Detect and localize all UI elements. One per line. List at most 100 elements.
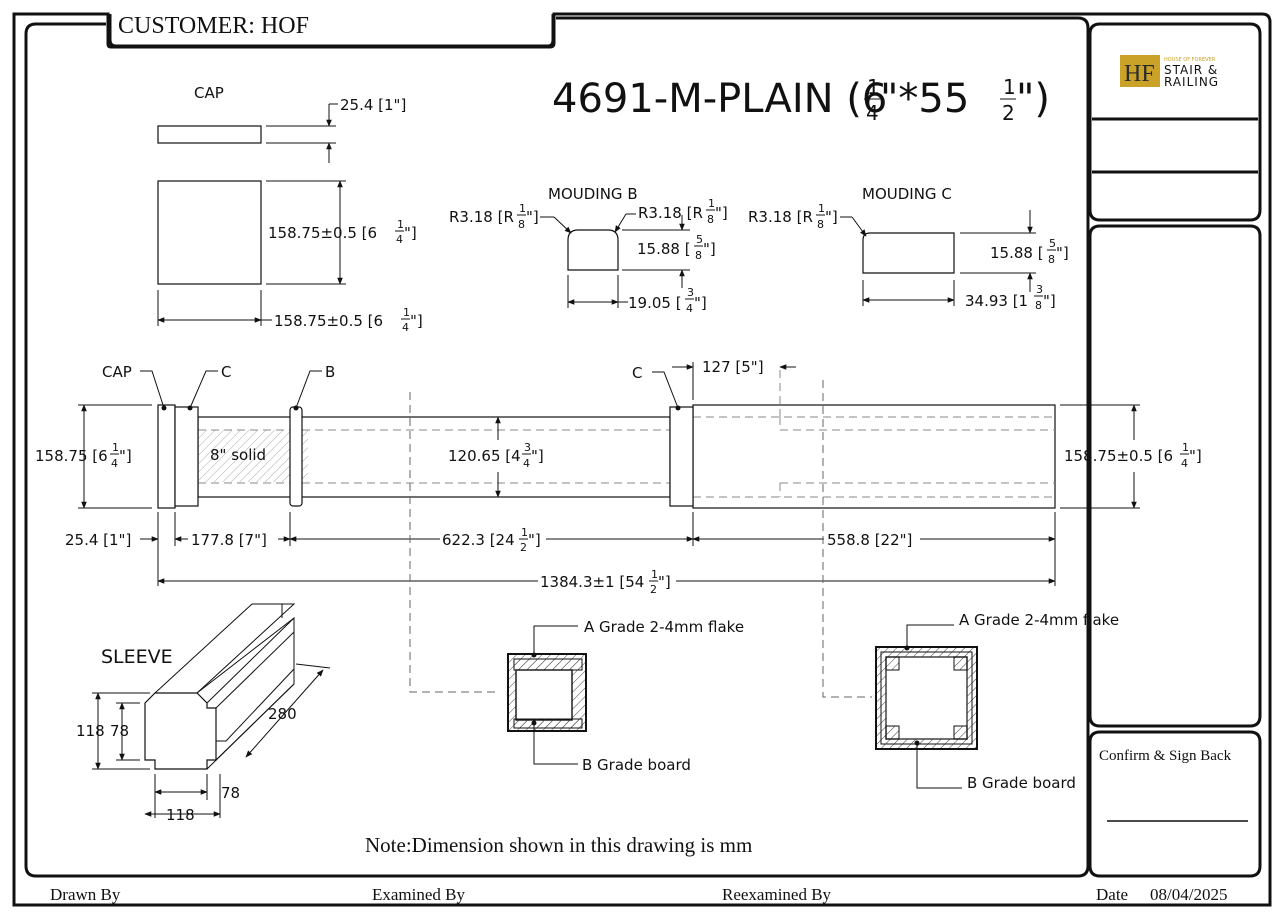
moulding-b-width-dim: 19.05 [ (628, 294, 682, 312)
reexamined-by-label: Reexamined By (722, 885, 832, 904)
frac-den: 4 (523, 457, 530, 470)
bracket: "] (528, 531, 541, 549)
frac-den: 4 (111, 457, 118, 470)
sleeve-length-dim: 558.8 [22"] (827, 531, 912, 549)
moulding-b-radius-left: R3.18 [R (449, 208, 514, 226)
frac-num: 5 (1049, 237, 1056, 250)
frac-den: 4 (396, 233, 403, 246)
frac-num: 1 (651, 568, 658, 581)
bracket: "] (1043, 292, 1056, 310)
post-height-dim: 158.75 [6 (35, 447, 108, 465)
post-elevation-view: 8" solid CAP C B C 127 [5"] 158.75 [6 1 … (35, 358, 1202, 698)
sleeve-length-280: 280 (268, 705, 297, 723)
sleeve-width-118: 118 (166, 806, 195, 824)
frac-den: 8 (518, 218, 525, 231)
sleeve-insert-dim: 127 [5"] (702, 358, 764, 376)
bracket: "] (658, 573, 671, 591)
callout-c-right: C (632, 364, 642, 382)
moulding-b-radius-right: R3.18 [R (638, 204, 703, 222)
logo-line2: RAILING (1164, 75, 1219, 89)
frac-num: 5 (696, 233, 703, 246)
moulding-c-label: MOUDING C (862, 185, 952, 203)
callout-cap: CAP (102, 363, 132, 381)
shaft-length-dim: 622.3 [24 (442, 531, 515, 549)
customer-label: CUSTOMER: HOF (118, 13, 309, 39)
bracket: "] (694, 294, 707, 312)
units-note: Note:Dimension shown in this drawing is … (365, 833, 752, 857)
sleeve-inner-width-78: 78 (221, 784, 240, 802)
bracket: "] (410, 312, 423, 330)
cap-thickness-dim: 25.4 [1"] (340, 96, 406, 114)
cap-height-dim: 158.75±0.5 [6 (268, 224, 377, 242)
frac-num: 3 (1036, 283, 1043, 296)
bracket: "] (1056, 244, 1069, 262)
title-fraction2-num: 1 (1003, 75, 1016, 99)
solid-block-label: 8" solid (210, 446, 266, 464)
shaft-width-dim: 120.65 [4 (448, 447, 521, 465)
sleeve-height-118: 118 (76, 722, 105, 740)
bracket: "] (531, 447, 544, 465)
section1-a-grade: A Grade 2-4mm flake (584, 618, 744, 636)
logo-tagline: HOUSE OF FOREVER (1164, 57, 1216, 63)
bracket: "] (1189, 447, 1202, 465)
cap-detail: CAP 25.4 [1"] 158.75±0.5 [6 1 4 "] 158.7… (157, 84, 423, 334)
logo-line1: STAIR & (1164, 63, 1218, 77)
drawing-title: 4691-M-PLAIN (6 1 4 "*55 1 2 ") (552, 75, 1050, 125)
moulding-b-detail: MOUDING B R3.18 [R 1 8 "] R3.18 [R 1 8 "… (449, 185, 728, 315)
cap-label: CAP (194, 84, 224, 102)
confirm-label: Confirm & Sign Back (1099, 748, 1232, 764)
title-fraction2-den: 2 (1002, 101, 1015, 125)
frac-num: 3 (524, 441, 531, 454)
section2-a-grade: A Grade 2-4mm flake (959, 611, 1119, 629)
company-logo: HF HOUSE OF FOREVER STAIR & RAILING (1120, 55, 1219, 89)
bracket: "] (404, 224, 417, 242)
drawn-by-label: Drawn By (50, 885, 121, 904)
bracket: "] (825, 208, 838, 226)
frac-den: 4 (686, 302, 693, 315)
cap-thickness-elev-dim: 25.4 [1"] (65, 531, 131, 549)
total-length-dim: 1384.3±1 [54 (540, 573, 644, 591)
title-suffix: ") (1016, 76, 1050, 122)
section1-b-grade: B Grade board (582, 756, 691, 774)
frac-num: 1 (521, 526, 528, 539)
frac-num: 1 (1182, 441, 1189, 454)
sleeve-label: SLEEVE (101, 646, 173, 668)
sleeve-isometric: SLEEVE 118 78 280 78 118 (76, 603, 331, 824)
frac-num: 1 (397, 218, 404, 231)
moulding-c-height-dim: 15.88 [ (990, 244, 1044, 262)
frac-den: 4 (402, 321, 409, 334)
callout-b: B (325, 363, 335, 381)
date-value: 08/04/2025 (1150, 885, 1227, 904)
moulding-c-width-dim: 34.93 [1 (965, 292, 1028, 310)
frac-num: 1 (818, 202, 825, 215)
sleeve-inner-height-78: 78 (110, 722, 129, 740)
moulding-b-label: MOUDING B (548, 185, 638, 203)
logo-mark: HF (1124, 61, 1155, 87)
bracket: "] (703, 240, 716, 258)
frac-den: 8 (695, 249, 702, 262)
frac-num: 1 (519, 202, 526, 215)
title-fraction-den: 4 (866, 101, 879, 125)
title-prefix: 4691-M-PLAIN (6 (552, 76, 887, 122)
sleeve-height-dim: 158.75±0.5 [6 (1064, 447, 1173, 465)
c-to-b-dim: 177.8 [7"] (191, 531, 267, 549)
frac-den: 8 (817, 218, 824, 231)
title-mid: "*55 (880, 76, 969, 122)
cap-width-dim: 158.75±0.5 [6 (274, 312, 383, 330)
moulding-c-detail: MOUDING C R3.18 [R 1 8 "] 15.88 [ 5 8 "]… (748, 185, 1069, 312)
frac-den: 2 (520, 541, 527, 554)
frac-num: 1 (403, 306, 410, 319)
frac-den: 4 (1181, 457, 1188, 470)
frac-num: 3 (687, 286, 694, 299)
title-fraction-num: 1 (867, 75, 880, 99)
cross-section-sleeve: A Grade 2-4mm flake B Grade board (875, 611, 1119, 792)
cross-section-shaft: A Grade 2-4mm flake B Grade board (507, 618, 744, 774)
callout-c: C (221, 363, 231, 381)
moulding-c-radius: R3.18 [R (748, 208, 813, 226)
frac-den: 8 (1035, 299, 1042, 312)
section2-b-grade: B Grade board (967, 774, 1076, 792)
sheet-frame (12, 12, 1272, 907)
frac-den: 8 (1048, 253, 1055, 266)
frac-den: 8 (707, 213, 714, 226)
